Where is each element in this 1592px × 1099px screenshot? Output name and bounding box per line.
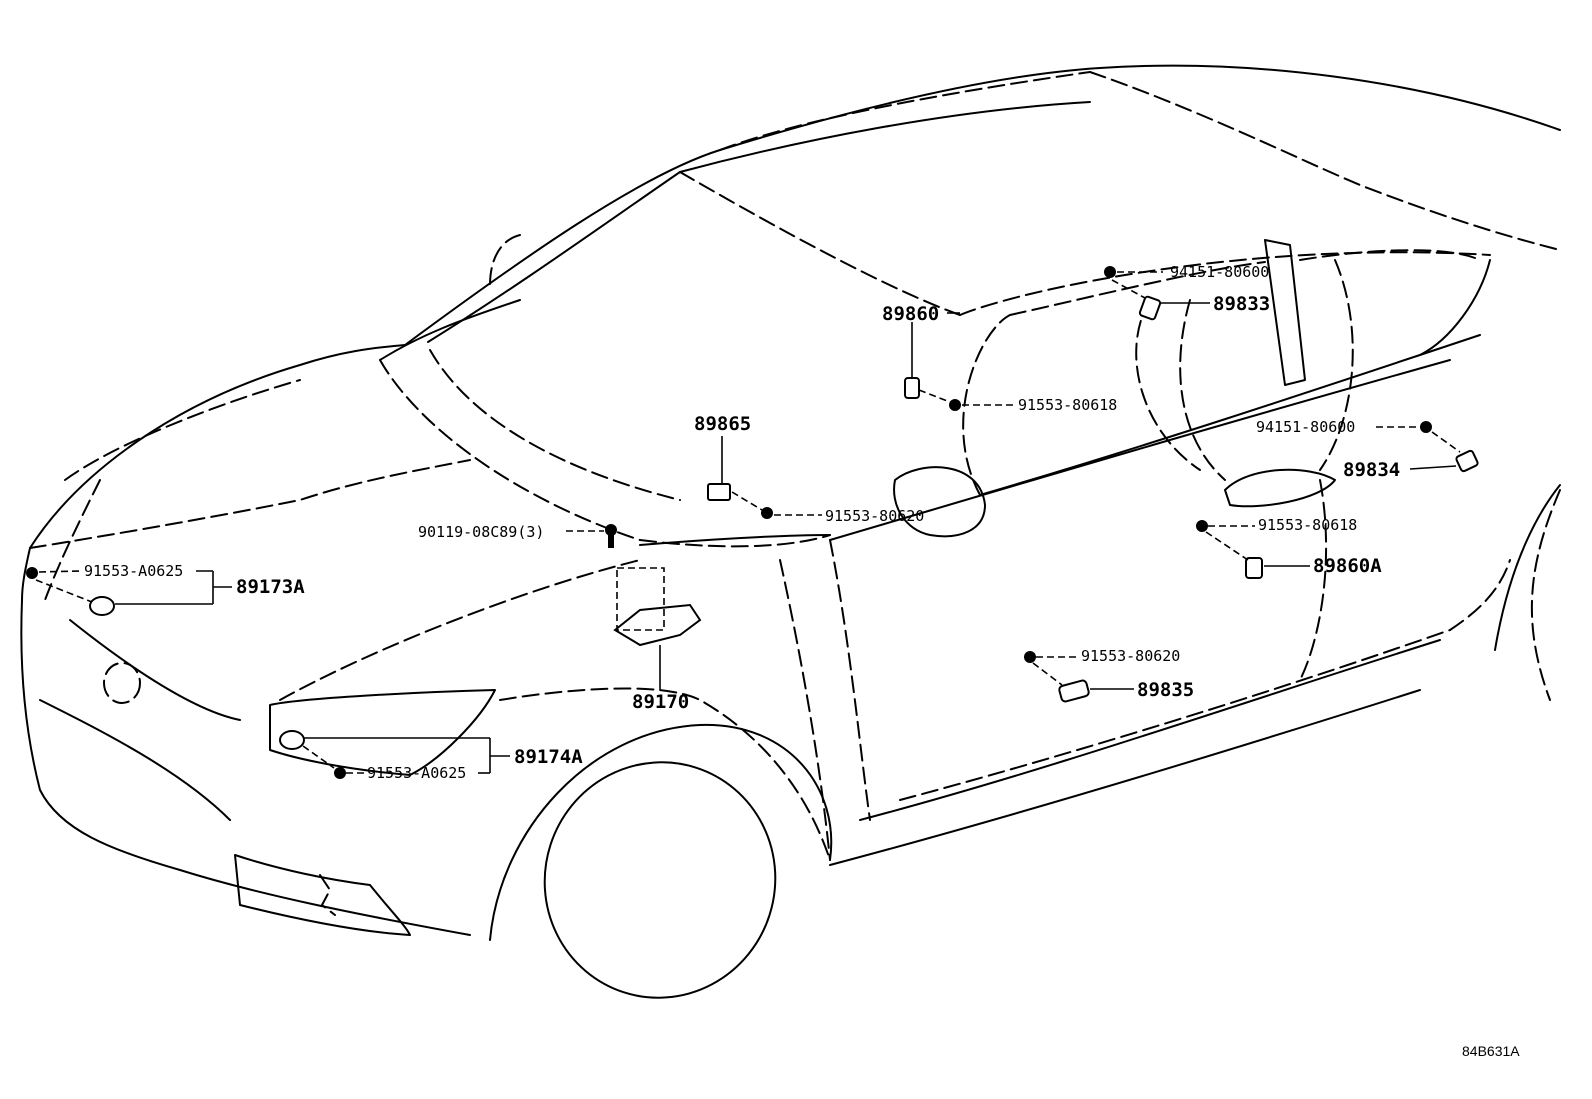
label-91553-80620-lower: 91553-80620 (1081, 647, 1180, 665)
part-89865-sensor (707, 483, 731, 501)
label-94151-80600-upper: 94151-80600 (1170, 263, 1269, 281)
bolt-icon (949, 399, 961, 411)
label-89833: 89833 (1213, 293, 1270, 315)
car-outline (20, 64, 1561, 999)
part-89174A-sensor (279, 730, 305, 750)
label-91553-A0625-lower: 91553-A0625 (367, 764, 466, 782)
label-89173A: 89173A (236, 576, 305, 598)
bolt-icon (1104, 266, 1116, 278)
label-91553-80620-upper: 91553-80620 (825, 507, 924, 525)
bolt-icon (26, 567, 38, 579)
label-89860A: 89860A (1313, 555, 1382, 577)
bolt-icon (605, 524, 617, 536)
part-labels: 89860 89833 94151-80600 91553-80618 8986… (84, 263, 1520, 1059)
part-89170-ecu (613, 603, 702, 647)
part-89860A-sensor (1245, 557, 1263, 579)
bolt-icon (1024, 651, 1036, 663)
diagram-code: 84B631A (1462, 1043, 1520, 1059)
part-89860-sensor (904, 377, 920, 399)
label-89170: 89170 (632, 691, 689, 713)
label-91553-80618-upper: 91553-80618 (1018, 396, 1117, 414)
part-89835-sensor (1058, 679, 1090, 703)
fasteners (26, 266, 1432, 779)
bolt-icon (761, 507, 773, 519)
label-89865: 89865 (694, 413, 751, 435)
label-89174A: 89174A (514, 746, 583, 768)
label-90119-08C89: 90119-08C89(3) (418, 523, 544, 541)
part-89833-sensor (1138, 295, 1162, 321)
label-89860: 89860 (882, 303, 939, 325)
bolt-icon (334, 767, 346, 779)
phantom-lines (29, 71, 1561, 916)
part-89834-sensor (1455, 449, 1479, 473)
label-91553-A0625-upper: 91553-A0625 (84, 562, 183, 580)
part-89173A-sensor (89, 596, 115, 616)
label-89834: 89834 (1343, 459, 1400, 481)
parts (89, 295, 1479, 750)
label-89835: 89835 (1137, 679, 1194, 701)
label-94151-80600-lower: 94151-80600 (1256, 418, 1355, 436)
label-91553-80618-lower: 91553-80618 (1258, 516, 1357, 534)
bolt-icon (1196, 520, 1208, 532)
bolt-icon (1420, 421, 1432, 433)
leader-lines (35, 271, 1461, 774)
